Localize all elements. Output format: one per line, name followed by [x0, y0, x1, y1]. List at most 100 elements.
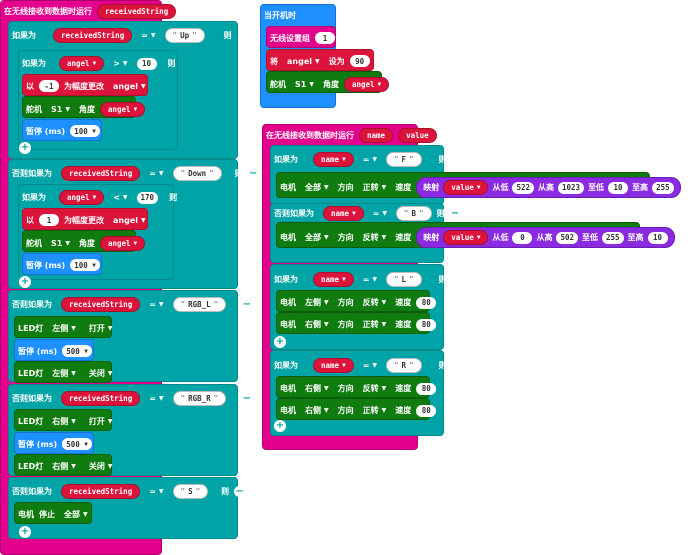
led-side-dropdown[interactable]: 左侧▼: [52, 369, 76, 378]
speed-value[interactable]: 80: [416, 318, 437, 331]
led-state-dropdown[interactable]: 关闭▼: [88, 369, 113, 378]
var-value[interactable]: value▼: [443, 180, 489, 195]
string-l[interactable]: "L": [386, 272, 422, 287]
eq-op-dropdown[interactable]: =▼: [362, 361, 378, 370]
string-f[interactable]: "F": [386, 152, 422, 167]
string-b[interactable]: "B": [396, 206, 432, 221]
string-rgb-l[interactable]: "RGB_L": [172, 297, 227, 312]
led-off-block[interactable]: [14, 361, 112, 383]
param-value[interactable]: value: [398, 128, 437, 143]
speed-value[interactable]: 80: [416, 296, 437, 309]
led-state-dropdown[interactable]: 打开▼: [88, 324, 113, 333]
string-s[interactable]: "S": [172, 484, 209, 499]
compare-value[interactable]: 10: [136, 57, 157, 70]
string-up[interactable]: "Up": [164, 28, 205, 43]
compare-op-dropdown[interactable]: >▼: [113, 59, 128, 68]
var-angel[interactable]: angel▼: [59, 190, 105, 205]
servo-id-dropdown[interactable]: S1▼: [295, 80, 314, 89]
led-state-dropdown[interactable]: 打开▼: [88, 417, 113, 426]
from-low-value[interactable]: 0: [512, 231, 533, 244]
led-on-block[interactable]: [14, 409, 112, 431]
motor-select-dropdown[interactable]: 左侧▼: [305, 298, 329, 307]
eq-op-dropdown[interactable]: =▼: [149, 169, 164, 178]
set-var-block[interactable]: [266, 49, 374, 71]
var-name[interactable]: name▼: [313, 272, 354, 287]
pause-value[interactable]: 100 ▼: [70, 125, 100, 137]
eq-op-dropdown[interactable]: =▼: [149, 487, 164, 496]
direction-dropdown[interactable]: 反转▼: [362, 384, 387, 393]
add-branch-icon[interactable]: +: [274, 420, 286, 432]
from-high-value[interactable]: 1023: [558, 181, 585, 194]
add-branch-icon[interactable]: +: [19, 276, 31, 288]
pause-value[interactable]: 500 ▼: [62, 438, 92, 450]
var-receivedString[interactable]: receivedString: [61, 297, 141, 312]
string-r[interactable]: "R": [386, 358, 422, 373]
to-low-value[interactable]: 255: [602, 231, 624, 244]
motor-select-dropdown[interactable]: 全部▼: [305, 233, 329, 242]
remove-branch-icon[interactable]: −: [247, 168, 259, 179]
motor-select-dropdown[interactable]: 右侧▼: [305, 406, 329, 415]
direction-dropdown[interactable]: 反转▼: [362, 298, 387, 307]
set-value[interactable]: 90: [349, 55, 370, 67]
radio-group-value[interactable]: 1: [315, 32, 335, 44]
pause-value[interactable]: 500 ▼: [62, 345, 92, 357]
var-name[interactable]: name▼: [313, 358, 354, 373]
motor-stop-block[interactable]: [14, 502, 92, 524]
to-high-value[interactable]: 10: [647, 231, 668, 244]
speed-value[interactable]: 80: [416, 404, 437, 417]
string-down[interactable]: "Down": [172, 166, 222, 181]
led-side-dropdown[interactable]: 左侧▼: [52, 324, 76, 333]
var-angel[interactable]: angel▼: [59, 56, 105, 71]
eq-op-dropdown[interactable]: =▼: [141, 31, 156, 40]
add-branch-icon[interactable]: +: [19, 142, 31, 154]
motor-select-dropdown[interactable]: 全部▼: [305, 183, 329, 192]
direction-dropdown[interactable]: 反转▼: [362, 233, 387, 242]
var-name[interactable]: name▼: [313, 152, 354, 167]
var-angel[interactable]: angel▼: [343, 77, 390, 92]
eq-op-dropdown[interactable]: =▼: [149, 300, 164, 309]
servo-id-dropdown[interactable]: S1▼: [51, 239, 70, 248]
led-state-dropdown[interactable]: 关闭▼: [88, 462, 113, 471]
compare-value[interactable]: 170: [136, 191, 159, 204]
var-value[interactable]: value▼: [443, 230, 489, 245]
eq-op-dropdown[interactable]: =▼: [149, 394, 164, 403]
change-var-dropdown[interactable]: angel▼: [113, 81, 146, 91]
led-on-block[interactable]: [14, 316, 112, 338]
motor-select-dropdown[interactable]: 右侧▼: [305, 384, 329, 393]
param-name[interactable]: name: [359, 128, 394, 143]
eq-op-dropdown[interactable]: =▼: [362, 155, 378, 164]
servo-id-dropdown[interactable]: S1▼: [51, 105, 70, 114]
led-side-dropdown[interactable]: 右侧▼: [52, 462, 76, 471]
param-receivedString[interactable]: receivedString: [97, 4, 177, 19]
eq-op-dropdown[interactable]: =▼: [372, 209, 388, 218]
var-name[interactable]: name▼: [323, 206, 364, 221]
from-high-value[interactable]: 502: [556, 231, 578, 244]
remove-branch-icon[interactable]: −: [241, 299, 253, 310]
map-block[interactable]: 映射 value▼ 从低 522 从高 1023 至低 10 至高 255: [416, 177, 681, 198]
led-side-dropdown[interactable]: 右侧▼: [52, 417, 76, 426]
to-high-value[interactable]: 255: [652, 181, 674, 194]
change-amount[interactable]: 1: [39, 214, 59, 226]
direction-dropdown[interactable]: 正转▼: [362, 406, 387, 415]
remove-branch-icon[interactable]: −: [449, 208, 461, 219]
remove-branch-icon[interactable]: −: [241, 393, 253, 404]
add-branch-icon[interactable]: +: [19, 526, 31, 538]
string-rgb-r[interactable]: "RGB_R": [172, 391, 227, 406]
var-receivedString[interactable]: receivedString: [61, 391, 141, 406]
var-receivedString[interactable]: receivedString: [61, 166, 141, 181]
direction-dropdown[interactable]: 正转▼: [362, 320, 387, 329]
var-angel[interactable]: angel▼: [99, 236, 146, 251]
change-var-dropdown[interactable]: angel▼: [113, 215, 146, 225]
direction-dropdown[interactable]: 正转▼: [362, 183, 387, 192]
add-branch-icon[interactable]: +: [274, 336, 286, 348]
remove-branch-icon[interactable]: −: [234, 486, 246, 497]
compare-op-dropdown[interactable]: <▼: [113, 193, 128, 202]
motor-select-dropdown[interactable]: 右侧▼: [305, 320, 329, 329]
speed-value[interactable]: 80: [416, 382, 437, 395]
set-var-dropdown[interactable]: angel▼: [287, 56, 320, 66]
eq-op-dropdown[interactable]: =▼: [362, 275, 378, 284]
from-low-value[interactable]: 522: [512, 181, 534, 194]
to-low-value[interactable]: 10: [608, 181, 629, 194]
change-amount[interactable]: -1: [39, 80, 59, 92]
var-receivedString[interactable]: receivedString: [61, 484, 141, 499]
